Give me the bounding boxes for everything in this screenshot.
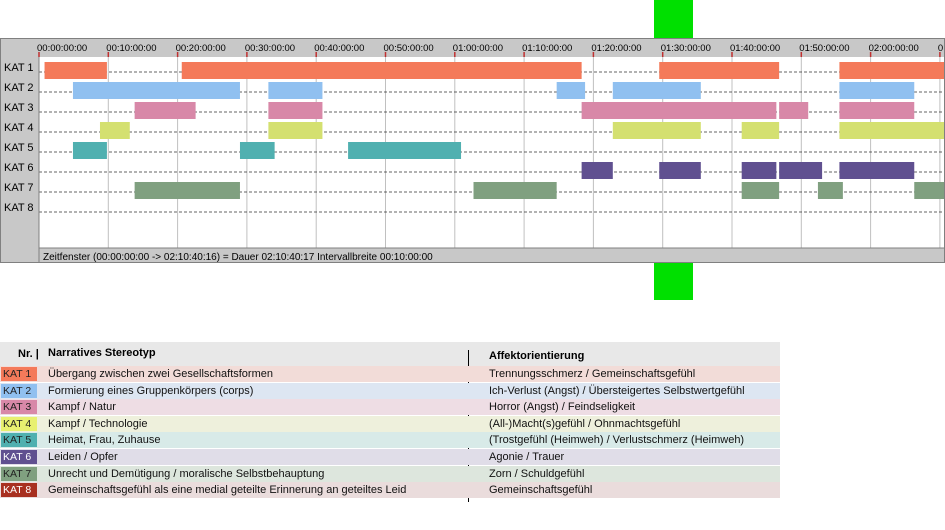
legend-affekt: Zorn / Schuldgefühl [489,467,585,480]
segment-bar [268,102,323,119]
legend-row: KAT 1 Übergang zwischen zwei Gesellschaft… [0,366,780,382]
row-label: KAT 8 [4,202,34,214]
segment-bar [581,102,777,119]
segment-bar [581,162,613,179]
tick-label: 0 [938,43,943,54]
legend-header-affekt: Affektorientierung [489,350,585,362]
tick-label: 01:50:00:00 [799,43,849,54]
segment-bar [612,122,701,139]
timeline-svg: 00:00:00:00 00:10:00:00 00:20:00:00 00:30:0… [4,43,944,263]
legend-affekt: (All-)Macht(s)gefühl / Ohnmachtsgefühl [489,417,681,430]
segment-bar [741,122,780,139]
tick-label: 00:00:00:00 [37,43,87,54]
segment-bar [741,162,777,179]
segment-bar [348,142,462,159]
segment-bar [268,82,323,99]
legend-row: KAT 6 Leiden / Opfer Agonie / Trauer [0,449,780,465]
legend-row: KAT 8 Gemeinschaftsgefühl als eine medial… [0,482,780,499]
tick-label: 00:30:00:00 [245,43,295,54]
legend-affekt: Horror (Angst) / Feindseligkeit [489,401,636,414]
legend-code-swatch: KAT 6 [1,450,37,464]
tick-label: 01:40:00:00 [730,43,780,54]
segment-bar [134,182,240,199]
legend-description: Übergang zwischen zwei Gesellschaftsform… [48,368,273,380]
row-label: KAT 1 [4,62,34,74]
row-label: KAT 4 [4,122,34,134]
segment-bar [839,82,915,99]
legend-affekt: Agonie / Trauer [489,451,565,463]
legend-code-swatch: KAT 2 [1,383,37,398]
segment-bar [659,62,780,79]
timeline-chart: 00:00:00:00 00:10:00:00 00:20:00:00 00:30:0… [0,38,945,263]
legend-description: Leiden / Opfer [48,451,118,463]
legend-affekt: Gemeinschaftsgefühl [489,484,593,497]
legend-row: KAT 3 Kampf / Natur Horror (Angst) / Feind… [0,399,780,416]
legend-description: Kampf / Natur [48,401,116,414]
segment-bar [779,102,809,119]
row-label: KAT 5 [4,142,34,154]
legend-description: Unrecht und Demütigung / moralische Selb… [48,467,325,480]
legend-description: Heimat, Frau, Zuhause [48,434,161,447]
segment-bar [659,162,701,179]
segment-bar [239,142,275,159]
segment-bar [612,82,701,99]
status-text: Zeitfenster (00:00:00:00 -> 02:10:40:16)… [43,252,433,263]
legend-code-swatch: KAT 5 [1,433,37,448]
legend-code-swatch: KAT 3 [1,400,37,415]
legend-affekt: (Trostgefühl (Heimweh) / Verlustschmerz … [489,434,745,447]
segment-bar [839,62,944,79]
legend-row: KAT 5 Heimat, Frau, Zuhause (Trostgefühl (… [0,432,780,449]
legend-code-swatch: KAT 8 [1,483,37,498]
segment-bar [181,62,582,79]
legend-code-swatch: KAT 1 [1,367,37,381]
legend-code-swatch: KAT 4 [1,416,37,431]
tick-label: 00:10:00:00 [106,43,156,54]
legend-description: Gemeinschaftsgefühl als eine medial gete… [48,484,407,497]
row-label: KAT 6 [4,162,34,174]
legend-description: Formierung eines Gruppenkörpers (corps) [48,384,254,397]
legend-row: KAT 2 Formierung eines Gruppenkörpers (co… [0,382,780,399]
legend-row: KAT 7 Unrecht und Demütigung / moralische… [0,465,780,482]
legend-affekt: Trennungsschmerz / Gemeinschaftsgefühl [489,368,696,380]
tick-label: 02:00:00:00 [869,43,919,54]
row-label: KAT 3 [4,102,34,114]
segment-bar [741,182,780,199]
tick-label: 00:20:00:00 [176,43,226,54]
tick-label: 00:50:00:00 [384,43,434,54]
segment-bar [72,142,107,159]
segment-bar [839,162,915,179]
tick-label: 01:20:00:00 [591,43,641,54]
legend-header: Nr. | Narratives Stereotyp Affektorienti… [0,342,780,370]
segment-bar [556,82,586,99]
green-marker-bottom [654,263,693,300]
segment-bar [817,182,843,199]
legend-table: Nr. | Narratives Stereotyp Affektorienti… [0,342,780,510]
segment-bar [473,182,557,199]
segment-bar [839,122,944,139]
segment-bar [134,102,196,119]
green-marker-top [654,0,693,38]
legend-description: Kampf / Technologie [48,417,148,430]
legend-row: KAT 4 Kampf / Technologie (All-)Macht(s)ge… [0,415,780,432]
segment-bar [914,182,944,199]
tick-label: 01:00:00:00 [453,43,503,54]
segment-bar [779,162,823,179]
tick-label: 01:30:00:00 [661,43,711,54]
segment-bar [44,62,107,79]
legend-header-stereotyp: Narratives Stereotyp [48,347,156,359]
tick-label: 00:40:00:00 [314,43,364,54]
segment-bar [839,102,915,119]
tick-label: 01:10:00:00 [522,43,572,54]
segment-bar [72,82,240,99]
segment-bar [99,122,130,139]
legend-affekt: Ich-Verlust (Angst) / Übersteigertes Sel… [489,384,745,397]
legend-header-nr: Nr. | [18,348,39,360]
row-label: KAT 2 [4,82,34,94]
segment-bar [268,122,323,139]
legend-code-swatch: KAT 7 [1,466,37,481]
row-label: KAT 7 [4,182,34,194]
